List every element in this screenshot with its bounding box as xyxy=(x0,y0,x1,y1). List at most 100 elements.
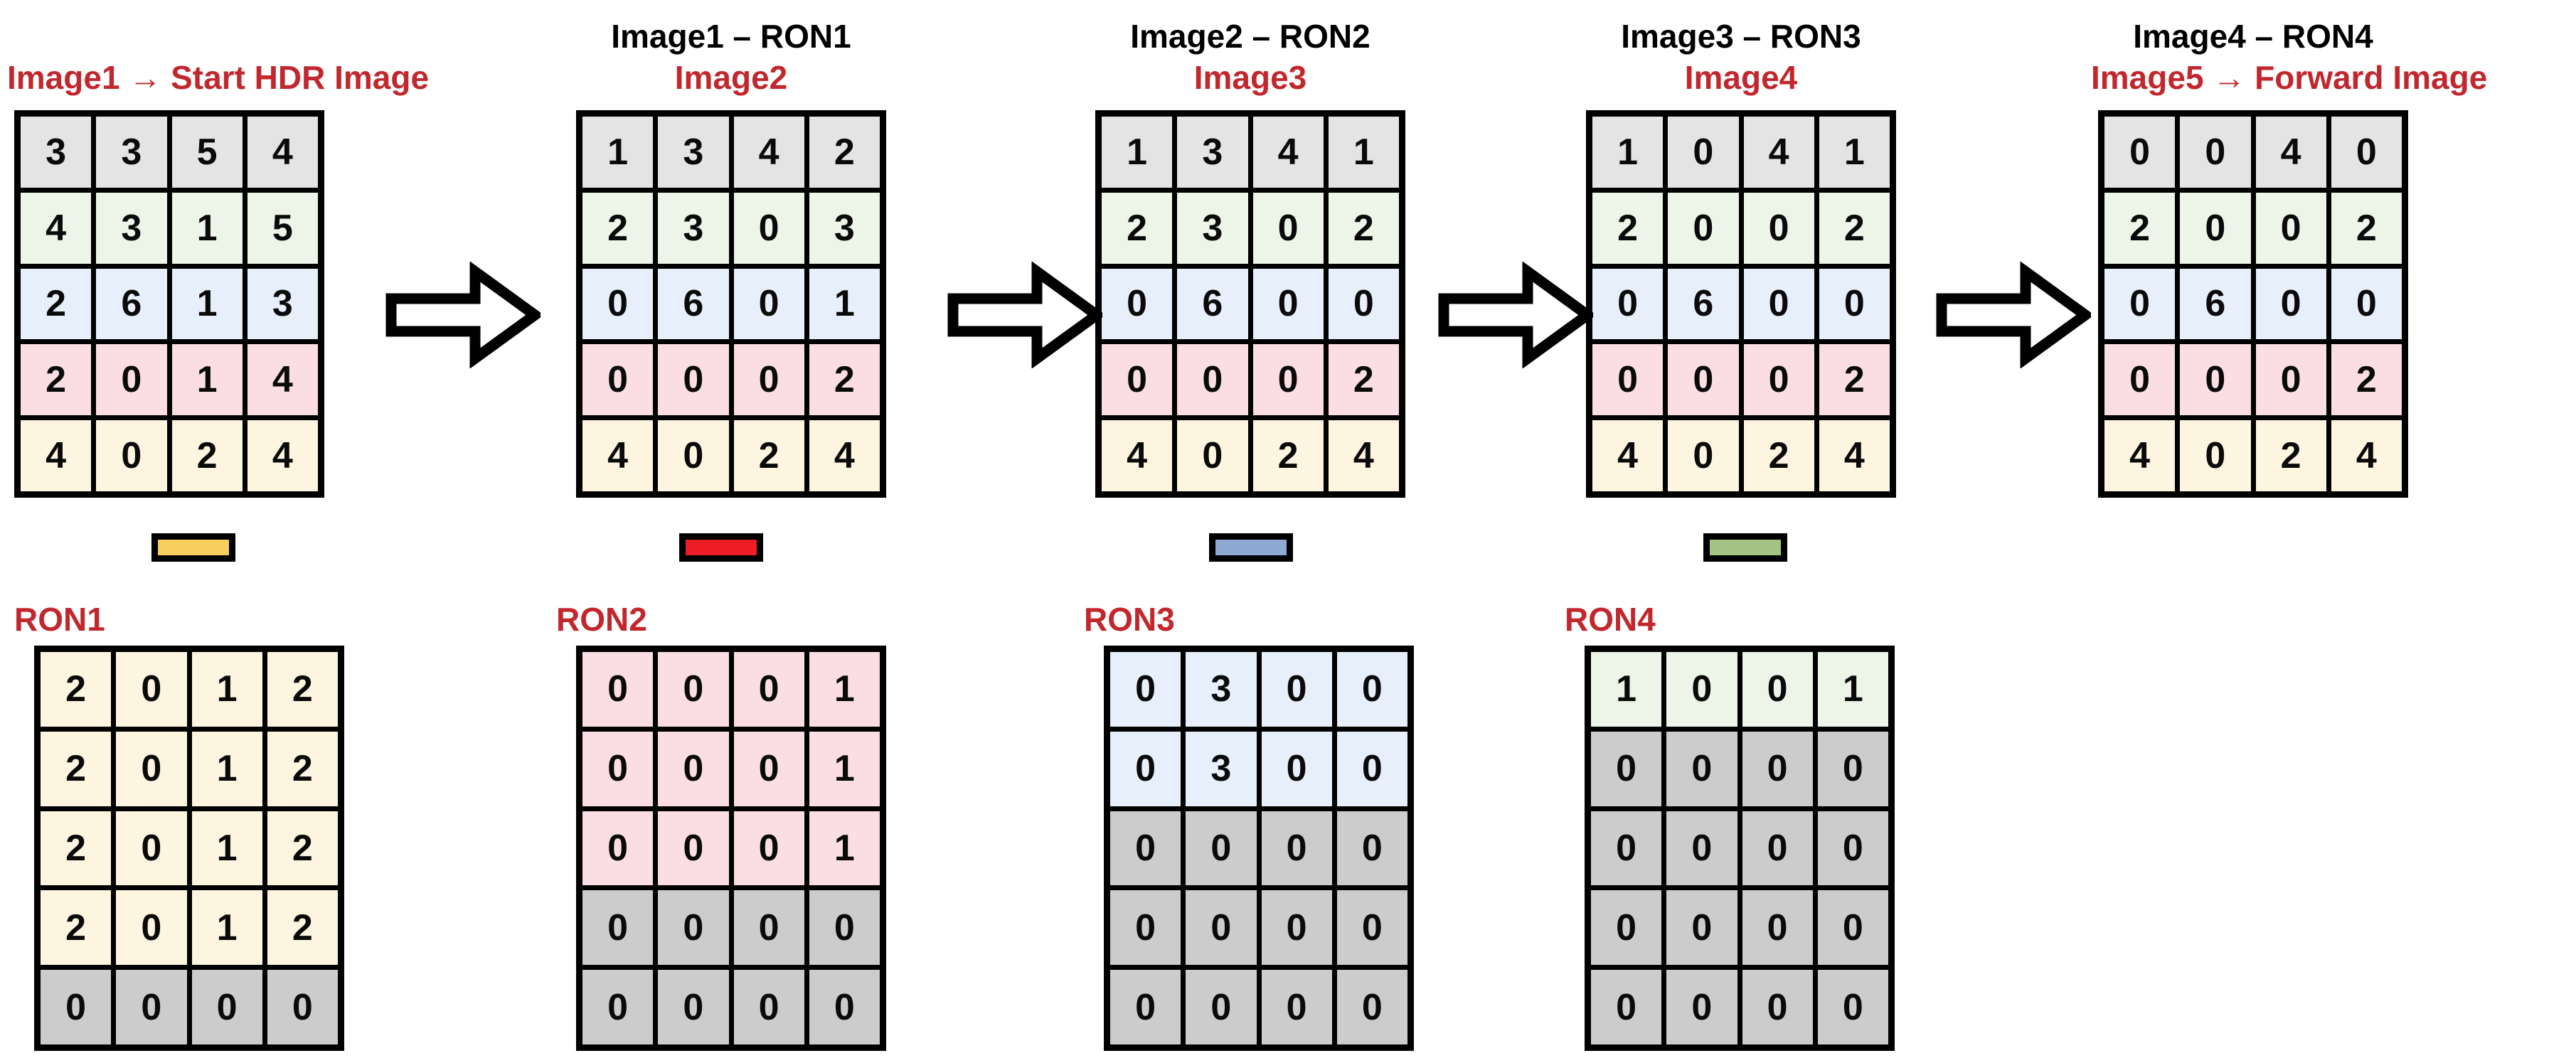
matrix-cell: 0 xyxy=(1591,970,1662,1044)
matrix-cell: 0 xyxy=(1336,890,1407,966)
matrix-cell: 3 xyxy=(658,192,729,264)
matrix-cell: 0 xyxy=(1328,268,1399,340)
matrix-cell: 0 xyxy=(96,420,167,491)
matrix-cell: 0 xyxy=(1591,811,1662,886)
right-block-arrow-icon xyxy=(384,262,541,368)
matrix-cell: 0 xyxy=(733,344,804,416)
matrix-cell: 4 xyxy=(2255,117,2326,188)
matrix-cell: 0 xyxy=(1666,890,1737,966)
matrix-cell: 4 xyxy=(247,117,318,188)
matrix-cell: 0 xyxy=(1261,731,1332,806)
matrix-cell: 0 xyxy=(2180,344,2251,416)
matrix-cell: 5 xyxy=(171,117,243,188)
ron-color-marker-2 xyxy=(679,533,763,562)
matrix-cell: 0 xyxy=(658,811,729,886)
matrix-cell: 2 xyxy=(1328,344,1399,416)
matrix-cell: 0 xyxy=(1742,811,1813,886)
matrix-cell: 0 xyxy=(733,192,804,264)
matrix-cell: 2 xyxy=(21,344,92,416)
matrix-cell: 0 xyxy=(1186,890,1257,966)
matrix-title-subtraction-4: Image3 – RON3 xyxy=(1621,18,1861,55)
matrix-cell: 0 xyxy=(1177,420,1248,491)
matrix-title-subtraction-5: Image4 – RON4 xyxy=(2133,18,2373,55)
matrix-cell: 3 xyxy=(96,117,167,188)
matrix-cell: 2 xyxy=(582,192,654,264)
matrix-cell: 0 xyxy=(2104,268,2176,340)
ron-label-2: RON2 xyxy=(556,601,647,638)
matrix-cell: 0 xyxy=(1817,970,1888,1044)
matrix-cell: 0 xyxy=(658,344,729,416)
matrix-cell: 6 xyxy=(658,268,729,340)
matrix-cell: 2 xyxy=(41,652,112,727)
matrix-cell: 2 xyxy=(41,890,112,966)
matrix-cell: 1 xyxy=(809,652,880,727)
matrix-title-image-3: Image3 xyxy=(1193,59,1307,96)
matrix-cell: 1 xyxy=(809,731,880,806)
matrix-cell: 3 xyxy=(1177,117,1248,188)
matrix-cell: 3 xyxy=(1186,731,1257,806)
matrix-cell: 2 xyxy=(41,811,112,886)
matrix-cell: 0 xyxy=(1817,890,1888,966)
matrix-cell: 2 xyxy=(267,890,338,966)
matrix-cell: 0 xyxy=(1336,811,1407,886)
matrix-cell: 0 xyxy=(733,731,804,806)
matrix-cell: 4 xyxy=(1743,117,1814,188)
matrix-cell: 2 xyxy=(2255,420,2326,491)
matrix-cell: 0 xyxy=(1177,344,1248,416)
matrix-cell: 4 xyxy=(247,420,318,491)
ron-label-1: RON1 xyxy=(14,601,105,638)
matrix-cell: 1 xyxy=(191,890,262,966)
matrix-cell: 2 xyxy=(1743,420,1814,491)
matrix-cell: 3 xyxy=(96,192,167,264)
matrix-cell: 1 xyxy=(171,268,243,340)
matrix-cell: 0 xyxy=(2180,117,2251,188)
matrix-cell: 0 xyxy=(582,268,654,340)
matrix-cell: 0 xyxy=(1591,731,1662,806)
ron-color-marker-1 xyxy=(151,533,235,562)
matrix-cell: 0 xyxy=(582,811,654,886)
matrix-cell: 0 xyxy=(1742,731,1813,806)
right-block-arrow-icon xyxy=(1934,262,2091,368)
matrix-cell: 2 xyxy=(733,420,804,491)
matrix-cell: 4 xyxy=(247,344,318,416)
matrix-cell: 0 xyxy=(1743,344,1814,416)
matrix-cell: 2 xyxy=(2331,192,2402,264)
matrix-cell: 2 xyxy=(2104,192,2176,264)
matrix-cell: 4 xyxy=(1102,420,1173,491)
matrix-cell: 0 xyxy=(1666,970,1737,1044)
matrix-cell: 4 xyxy=(2331,420,2402,491)
matrix-cell: 0 xyxy=(582,890,654,966)
matrix-cell: 0 xyxy=(1336,970,1407,1044)
matrix-cell: 4 xyxy=(1252,117,1324,188)
matrix-cell: 0 xyxy=(2255,192,2326,264)
matrix-cell: 0 xyxy=(1102,344,1173,416)
matrix-cell: 3 xyxy=(21,117,92,188)
matrix-cell: 0 xyxy=(2104,344,2176,416)
matrix-cell: 0 xyxy=(1110,652,1181,727)
matrix-cell: 4 xyxy=(733,117,804,188)
matrix-cell: 0 xyxy=(1668,344,1739,416)
matrix-cell: 4 xyxy=(1819,420,1890,491)
matrix-cell: 6 xyxy=(1177,268,1248,340)
ron-label-4: RON4 xyxy=(1565,601,1656,638)
matrix-cell: 1 xyxy=(1592,117,1664,188)
matrix-cell: 0 xyxy=(1668,420,1739,491)
matrix-cell: 0 xyxy=(116,731,187,806)
matrix-cell: 2 xyxy=(1592,192,1664,264)
matrix-cell: 0 xyxy=(1252,344,1324,416)
matrix-cell: 0 xyxy=(1666,731,1737,806)
matrix-cell: 2 xyxy=(21,268,92,340)
matrix-title-image-5: Image5 → Forward Image xyxy=(2091,59,2488,96)
matrix-cell: 0 xyxy=(582,652,654,727)
matrix-cell: 0 xyxy=(1261,890,1332,966)
matrix-cell: 0 xyxy=(1261,652,1332,727)
matrix-cell: 0 xyxy=(809,890,880,966)
matrix-cell: 1 xyxy=(171,192,243,264)
matrix-cell: 0 xyxy=(1742,970,1813,1044)
matrix-cell: 0 xyxy=(658,970,729,1044)
